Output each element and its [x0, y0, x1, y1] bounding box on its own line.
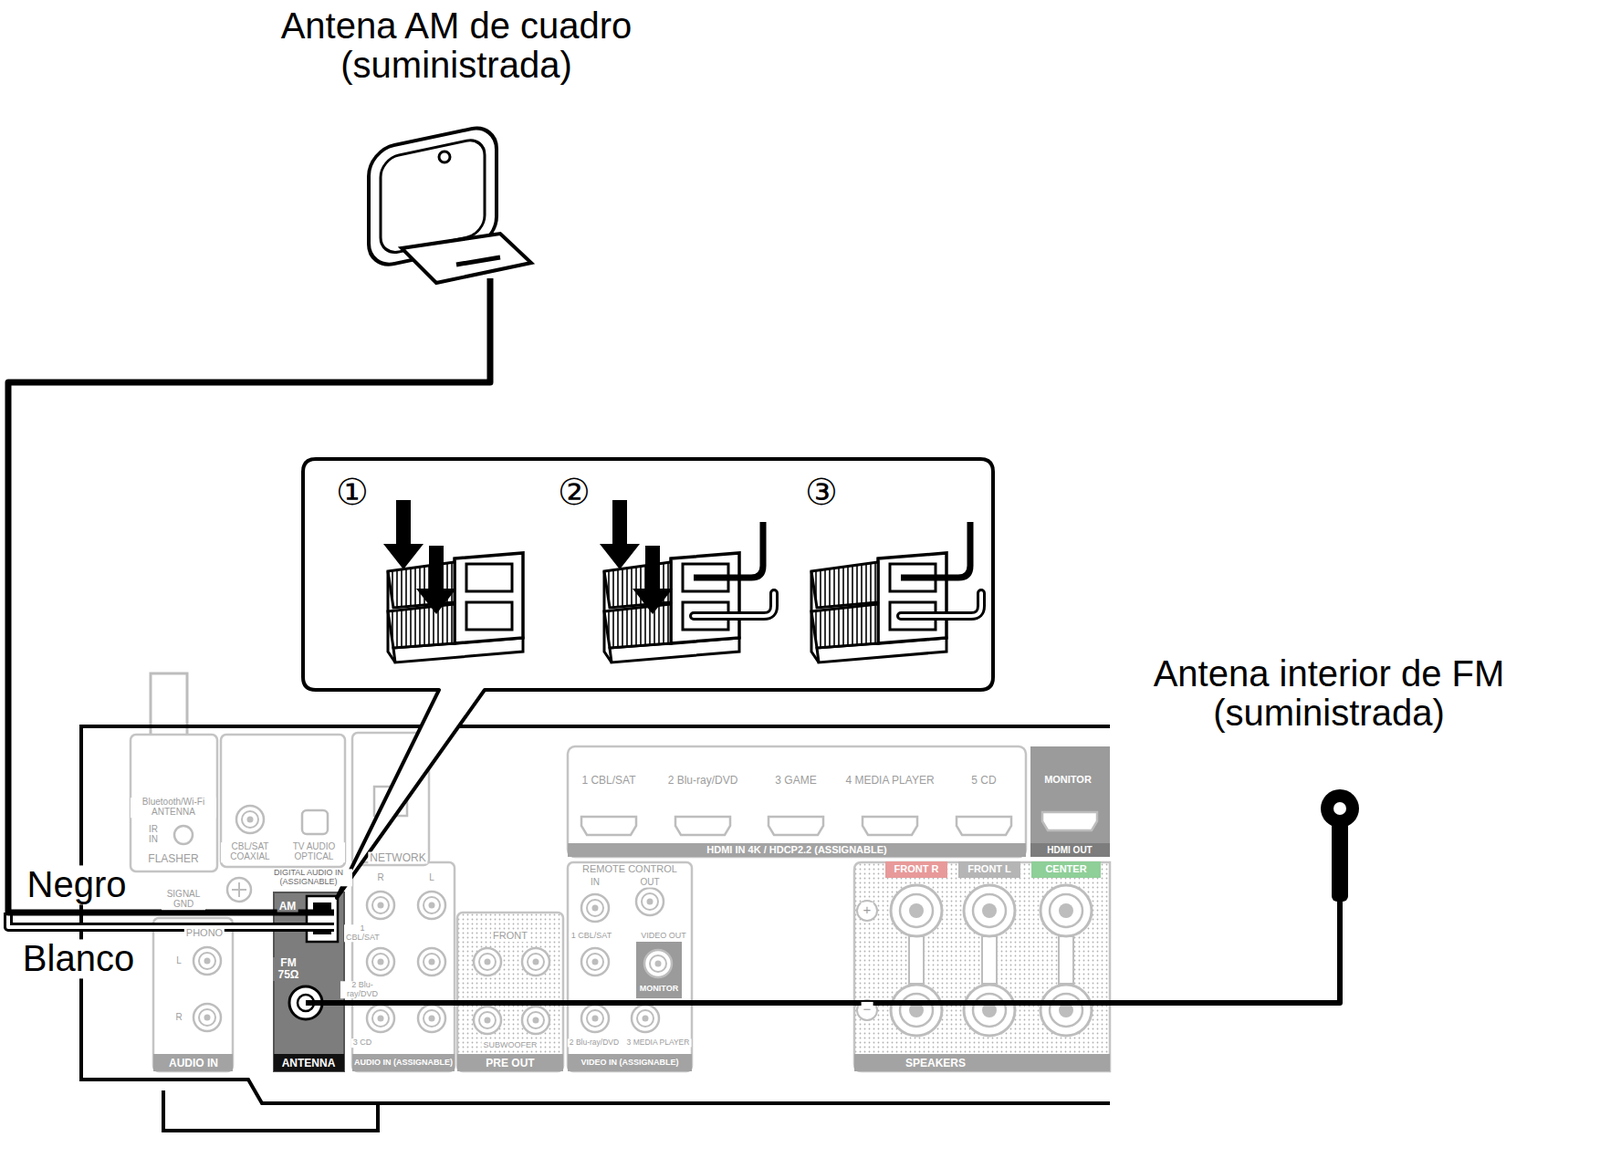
wire-color-label: Negro	[25, 865, 129, 905]
port-label: 3 CD	[351, 1038, 375, 1048]
polarity-mark: +	[861, 902, 874, 918]
port-label: SUBWOOFER	[481, 1041, 539, 1051]
callout-number: ②	[557, 473, 591, 511]
port-label: 1 CBL/SAT	[344, 924, 381, 942]
port-label: 1 CBL/SAT	[569, 931, 614, 942]
port-label: 5 CD	[969, 774, 998, 787]
section-label: SPEAKERS	[903, 1057, 968, 1070]
port-label: MONITOR	[637, 984, 680, 994]
port-label: 1 CBL/SAT	[579, 774, 638, 787]
port-label: 3 GAME	[773, 774, 818, 787]
section-label: VIDEO IN (ASSIGNABLE)	[578, 1058, 680, 1068]
section-label: PRE OUT	[483, 1057, 536, 1070]
channel-mark: R	[173, 1013, 184, 1024]
channel-label: CENTER	[1043, 864, 1088, 876]
port-label: FLASHER	[146, 853, 200, 866]
port-label: PHONO	[184, 928, 225, 940]
port-label: IR IN	[143, 825, 164, 846]
port-label: 2 Blu-ray/DVD	[340, 981, 385, 999]
terminal-steps	[383, 500, 982, 663]
port-label: TV AUDIO OPTICAL	[282, 842, 346, 863]
channel-label: FRONT R	[892, 864, 942, 876]
section-label: AUDIO IN	[167, 1057, 220, 1070]
terminal-label: AM	[277, 900, 299, 913]
port-label: Bluetooth/Wi-Fi ANTENNA	[130, 797, 217, 818]
port-label: 3 MEDIA PLAYER	[625, 1038, 692, 1047]
antenna-wires	[8, 278, 1360, 1004]
section-label: HDMI OUT	[1045, 846, 1094, 857]
callout-number: ①	[335, 473, 369, 511]
channel-label: FRONT L	[965, 864, 1014, 876]
port-label: SIGNAL GND	[161, 889, 206, 910]
section-label: ANTENNA	[280, 1057, 338, 1070]
wire-color-label: Blanco	[20, 939, 136, 979]
callout-outline	[301, 457, 995, 692]
port-label: REMOTE CONTROL	[580, 864, 680, 876]
polarity-mark: −	[861, 1002, 874, 1017]
callout-number: ③	[805, 473, 838, 511]
callout-box: ① ② ③	[301, 457, 995, 692]
antenna-label: Antena interior de FM (suministrada)	[1117, 654, 1541, 733]
port-label: 4 MEDIA PLAYER	[843, 774, 936, 787]
section-label: AUDIO IN (ASSIGNABLE)	[352, 1058, 455, 1068]
port-label: MONITOR	[1042, 774, 1094, 786]
port-label: FRONT	[491, 930, 530, 942]
am-loop-antenna	[368, 123, 532, 283]
port-label: OUT	[637, 878, 661, 889]
port-label: CBL/SAT COAXIAL	[220, 842, 280, 863]
antenna-label: Antena AM de cuadro (suministrada)	[253, 6, 659, 85]
port-label: NETWORK	[367, 852, 428, 865]
channel-mark: R	[375, 873, 386, 884]
channel-mark: L	[174, 956, 184, 967]
port-label: 2 Blu-ray/DVD	[567, 1038, 621, 1047]
port-label: IN	[588, 878, 602, 889]
port-label: DIGITAL AUDIO IN (ASSIGNABLE)	[264, 868, 353, 887]
port-label: 2 Blu-ray/DVD	[666, 774, 741, 787]
callout-fill	[303, 459, 994, 899]
channel-mark: L	[427, 873, 437, 884]
section-label: HDMI IN 4K / HDCP2.2 (ASSIGNABLE)	[704, 845, 889, 857]
terminal-label: FM 75Ω	[272, 957, 304, 982]
port-label: VIDEO OUT	[638, 931, 689, 942]
receiver-rear-panel	[81, 673, 1110, 1131]
